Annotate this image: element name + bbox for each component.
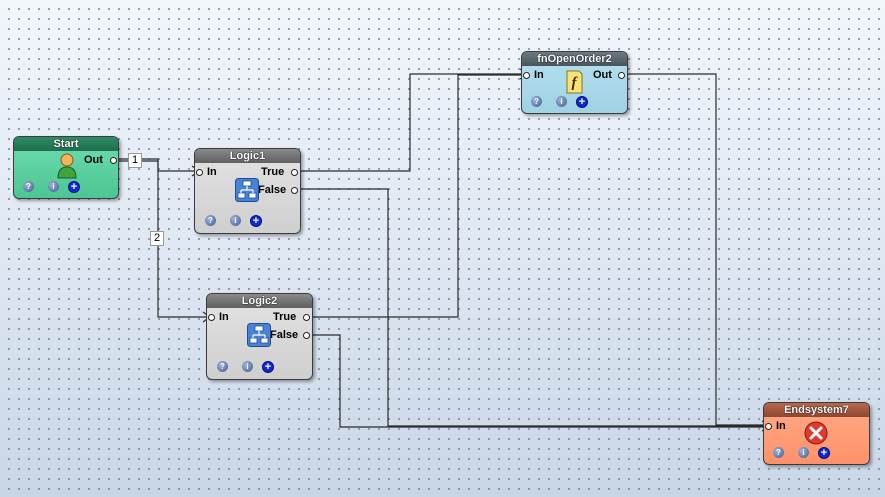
node-title: Logic2 (207, 294, 312, 308)
info-icon[interactable]: i (230, 215, 241, 226)
node-endsystem7[interactable]: Endsystem7 In ? i + (763, 402, 870, 465)
error-x-icon (804, 421, 828, 450)
node-title: Endsystem7 (764, 403, 869, 417)
node-title: Start (14, 137, 118, 151)
port-false-pin[interactable] (303, 332, 310, 339)
add-icon[interactable]: + (818, 447, 830, 459)
port-true-label: True (261, 166, 285, 178)
svg-text:f: f (572, 75, 579, 91)
port-false-label: False (258, 184, 287, 196)
flowchart-icon (235, 178, 259, 207)
port-out-label: Out (84, 154, 103, 166)
wire-fn-end (624, 73, 770, 426)
wire-logic1-fn (297, 73, 528, 172)
info-icon[interactable]: i (556, 96, 567, 107)
port-in-pin[interactable] (765, 423, 772, 430)
add-icon[interactable]: + (262, 361, 274, 373)
port-out-pin[interactable] (618, 72, 625, 79)
function-icon: f (564, 69, 584, 100)
node-logic2[interactable]: Logic2 In True False ? i + (206, 293, 313, 380)
info-icon[interactable]: i (242, 361, 253, 372)
port-false-label: False (270, 329, 299, 341)
node-logic1[interactable]: Logic1 In True False ? i + (194, 148, 301, 234)
port-in-pin[interactable] (196, 169, 203, 176)
node-title: fnOpenOrder2 (522, 52, 627, 66)
info-icon[interactable]: i (48, 181, 59, 192)
port-in-label: In (219, 311, 229, 323)
wire-logic1-end (297, 188, 770, 427)
port-in-label: In (207, 166, 217, 178)
port-true-pin[interactable] (303, 314, 310, 321)
add-icon[interactable]: + (250, 215, 262, 227)
port-in-label: In (534, 69, 544, 81)
node-fnopenorder2[interactable]: fnOpenOrder2 In Out f ? i + (521, 51, 628, 114)
flowchart-icon (247, 323, 271, 352)
wire-logic2-end (309, 334, 770, 428)
help-icon[interactable]: ? (23, 181, 34, 192)
node-title: Logic1 (195, 149, 300, 163)
port-true-label: True (273, 311, 297, 323)
info-icon[interactable]: i (798, 447, 809, 458)
port-in-pin[interactable] (208, 314, 215, 321)
help-icon[interactable]: ? (773, 447, 784, 458)
port-in-pin[interactable] (523, 72, 530, 79)
help-icon[interactable]: ? (217, 361, 228, 372)
port-true-pin[interactable] (291, 169, 298, 176)
link-label-1[interactable]: 1 (128, 153, 143, 168)
port-out-pin[interactable] (110, 157, 117, 164)
user-icon (56, 153, 78, 184)
port-out-label: Out (593, 69, 612, 81)
add-icon[interactable]: + (68, 181, 80, 193)
node-start[interactable]: Start Out ? i + (13, 136, 119, 199)
link-label-2[interactable]: 2 (150, 231, 165, 246)
port-false-pin[interactable] (291, 187, 298, 194)
help-icon[interactable]: ? (531, 96, 542, 107)
help-icon[interactable]: ? (205, 215, 216, 226)
add-icon[interactable]: + (576, 96, 588, 108)
wire-logic2-fn (309, 74, 528, 318)
port-in-label: In (776, 420, 786, 432)
